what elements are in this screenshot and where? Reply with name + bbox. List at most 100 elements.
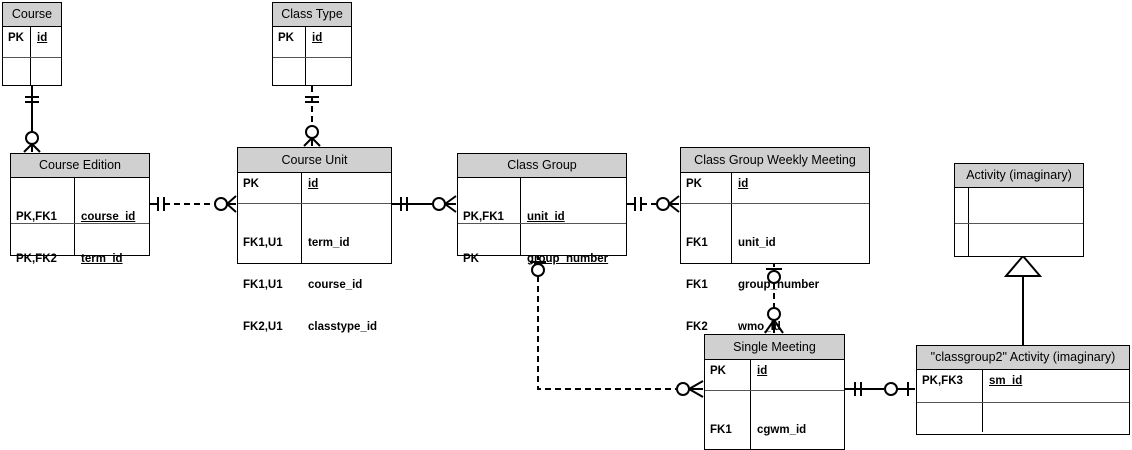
entity-class-type-attr-field: [306, 58, 351, 85]
entity-class-group-pk-keys: PK,FK1 PK: [458, 178, 521, 265]
entity-single-meeting-section-pk: PK id: [705, 360, 844, 390]
entity-course-unit-section-attrs: FK1,U1 FK1,U1 FK2,U1 term_id course_id c…: [238, 203, 391, 333]
entity-activity-pk-key: [955, 188, 969, 223]
entity-class-group-attr-field: [521, 224, 626, 255]
entity-single-meeting-title: Single Meeting: [705, 335, 844, 360]
entity-class-type[interactable]: Class Type PK id: [272, 2, 352, 86]
entity-class-group-section-pk: PK,FK1 PK unit_id group_number: [458, 178, 626, 265]
entity-classgroup2-pk-key: PK,FK3: [917, 370, 983, 402]
entity-classgroup2-attr-key: [917, 403, 983, 432]
key-line: PK,FK1: [463, 211, 504, 224]
entity-activity-imaginary-title: Activity (imaginary): [955, 164, 1083, 188]
entity-class-type-section-attrs: [273, 57, 351, 85]
key-line: FK1: [686, 279, 708, 292]
entity-course-attr-field: [31, 58, 61, 85]
entity-single-meeting-attr-keys: FK1 FK2 FK2: [705, 391, 751, 449]
entity-single-meeting-section-attrs: FK1 FK2 FK2 cgwm_id unit_id group_number: [705, 390, 844, 449]
entity-course-pk-key: PK: [3, 27, 31, 57]
field-line: group_number: [527, 253, 609, 266]
entity-classgroup2-attr-field: [983, 403, 1129, 432]
entity-course-edition-section-attrs: [11, 223, 149, 255]
entity-classgroup2-activity-section-pk: PK,FK3 sm_id: [917, 370, 1129, 402]
entity-course-unit-section-pk: PK id: [238, 173, 391, 203]
key-line: FK1: [710, 424, 732, 437]
entity-classgroup2-pk-field: sm_id: [989, 375, 1023, 387]
key-line: PK,FK2: [16, 253, 57, 266]
entity-activity-imaginary-section-attrs: [955, 223, 1083, 256]
entity-single-meeting-pk-field: id: [757, 365, 768, 377]
entity-course-edition[interactable]: Course Edition PK,FK1 PK,FK2 course_id t…: [10, 153, 150, 265]
entity-class-group-weekly-meeting[interactable]: Class Group Weekly Meeting PK id FK1 FK1…: [680, 147, 870, 333]
entity-cgwm-attr-fields: unit_id group_number wmo_id: [732, 204, 869, 333]
entity-course-unit-attr-fields: term_id course_id classtype_id: [302, 204, 391, 333]
connector-course-to-course-edition: [23, 86, 41, 153]
field-line: cgwm_id: [757, 424, 807, 437]
field-line: classtype_id: [308, 321, 378, 334]
key-line: PK,FK1: [16, 211, 57, 224]
entity-course-unit-pk-key: PK: [238, 173, 302, 203]
entity-class-type-attr-key: [273, 58, 306, 85]
entity-classgroup2-activity-section-attrs: [917, 402, 1129, 432]
entity-course-unit[interactable]: Course Unit PK id FK1,U1 FK1,U1 FK2,U1 t…: [237, 147, 392, 333]
entity-single-meeting[interactable]: Single Meeting PK id FK1 FK2 FK2 cgwm_id…: [704, 334, 845, 450]
connector-course-unit-to-class-group: [392, 195, 457, 213]
connector-class-type-to-course-unit: [303, 86, 321, 147]
entity-class-group-pk-fields: unit_id group_number: [521, 178, 626, 265]
entity-course-edition-pk-keys: PK,FK1 PK,FK2: [11, 178, 75, 265]
entity-activity-pk-field: [969, 188, 1083, 223]
entity-course-pk-field: id: [37, 32, 48, 44]
entity-class-group[interactable]: Class Group PK,FK1 PK unit_id group_numb…: [457, 153, 627, 265]
connector-course-edition-to-course-unit: [150, 195, 237, 213]
entity-course-unit-attr-keys: FK1,U1 FK1,U1 FK2,U1: [238, 204, 302, 333]
entity-cgwm-pk-key: PK: [681, 173, 732, 203]
entity-course-unit-title: Course Unit: [238, 148, 391, 173]
entity-class-group-weekly-meeting-section-attrs: FK1 FK1 FK2 unit_id group_number wmo_id: [681, 203, 869, 333]
connector-classgroup2-activity-inherits-activity: [1003, 254, 1043, 345]
entity-course-title: Course: [3, 3, 61, 27]
entity-classgroup2-activity-title: "classgroup2" Activity (imaginary): [917, 346, 1129, 370]
field-line: group_number: [738, 279, 820, 292]
entity-course-unit-pk-field: id: [308, 178, 319, 190]
key-line: FK2,U1: [243, 321, 283, 334]
entity-course-edition-attr-key: [11, 224, 75, 255]
entity-course-section-attrs: [3, 57, 61, 85]
entity-cgwm-attr-keys: FK1 FK1 FK2: [681, 204, 732, 333]
entity-course-attr-key: [3, 58, 31, 85]
field-line: term_id: [308, 237, 350, 250]
entity-class-group-weekly-meeting-section-pk: PK id: [681, 173, 869, 203]
entity-activity-attr-field: [969, 224, 1083, 256]
key-line: PK: [463, 253, 479, 266]
entity-course-edition-title: Course Edition: [11, 154, 149, 178]
connector-class-group-to-class-group-weekly-meeting: [627, 195, 680, 213]
connector-single-meeting-to-classgroup2-activity: [845, 382, 915, 396]
field-line: course_id: [308, 279, 363, 292]
field-line: wmo_id: [738, 321, 781, 334]
entity-single-meeting-attr-fields: cgwm_id unit_id group_number: [751, 391, 844, 449]
entity-class-type-section-pk: PK id: [273, 27, 351, 57]
entity-activity-attr-key: [955, 224, 969, 256]
field-line: unit_id: [527, 211, 565, 224]
entity-course-edition-pk-fields: course_id term_id: [75, 178, 149, 265]
field-line: term_id: [81, 253, 123, 266]
key-line: FK1: [686, 237, 708, 250]
entity-class-group-title: Class Group: [458, 154, 626, 178]
entity-class-group-section-attrs: [458, 223, 626, 255]
key-line: FK1,U1: [243, 237, 283, 250]
entity-single-meeting-pk-key: PK: [705, 360, 751, 390]
entity-cgwm-pk-field: id: [738, 178, 749, 190]
key-line: FK1,U1: [243, 279, 283, 292]
entity-course-section-pk: PK id: [3, 27, 61, 57]
entity-course[interactable]: Course PK id: [2, 2, 62, 86]
entity-classgroup2-activity-imaginary[interactable]: "classgroup2" Activity (imaginary) PK,FK…: [916, 345, 1130, 435]
field-line: course_id: [81, 211, 136, 224]
entity-activity-imaginary-section-pk: [955, 188, 1083, 223]
entity-class-type-title: Class Type: [273, 3, 351, 27]
entity-activity-imaginary[interactable]: Activity (imaginary): [954, 163, 1084, 257]
entity-course-edition-attr-field: [75, 224, 149, 255]
field-line: unit_id: [738, 237, 776, 250]
entity-class-group-attr-key: [458, 224, 521, 255]
entity-class-type-pk-key: PK: [273, 27, 306, 57]
entity-class-type-pk-field: id: [312, 32, 323, 44]
key-line: FK2: [686, 321, 708, 334]
